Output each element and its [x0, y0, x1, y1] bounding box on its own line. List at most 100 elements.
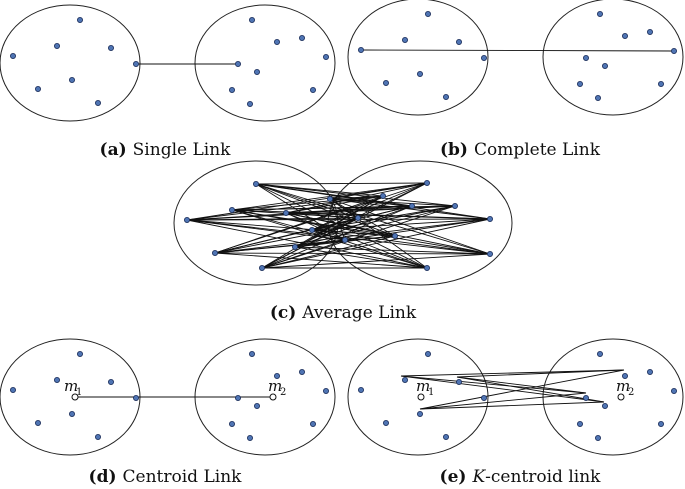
- data-point: [357, 47, 364, 54]
- k-centroid-link-line: [456, 376, 587, 394]
- data-point: [35, 86, 42, 93]
- data-point: [248, 16, 255, 23]
- centroid-1-marker: [417, 393, 425, 401]
- data-point: [9, 386, 16, 393]
- data-point: [577, 420, 584, 427]
- data-point: [77, 350, 84, 357]
- caption-a: (a)Single Link: [99, 140, 231, 160]
- data-point: [382, 419, 389, 426]
- data-point: [326, 195, 333, 202]
- data-point: [253, 69, 260, 76]
- average-link-line: [285, 205, 456, 214]
- data-point: [258, 264, 265, 271]
- average-link-line: [329, 198, 491, 255]
- data-point: [595, 434, 602, 441]
- data-point: [597, 350, 604, 357]
- average-link-line: [329, 198, 396, 237]
- average-link-line: [285, 212, 491, 220]
- average-link-line: [329, 198, 456, 207]
- data-point: [69, 77, 76, 84]
- k-centroid-link-line: [400, 369, 625, 377]
- k-centroid-link-line: [419, 401, 605, 410]
- caption-e: (e)K-centroid link: [439, 467, 601, 487]
- average-link-line: [311, 229, 491, 255]
- average-link-line: [285, 212, 346, 241]
- data-point: [622, 372, 629, 379]
- data-point: [9, 53, 16, 60]
- k-centroid-link-line: [419, 369, 625, 410]
- data-point: [480, 394, 487, 401]
- data-point: [382, 80, 389, 87]
- data-point: [622, 33, 629, 40]
- average-link-line: [255, 182, 428, 185]
- data-point: [228, 87, 235, 94]
- data-point: [234, 394, 241, 401]
- average-link-line: [311, 229, 428, 269]
- data-point: [54, 43, 61, 50]
- average-link-line: [255, 183, 491, 255]
- data-point: [234, 61, 241, 68]
- average-link-line: [285, 182, 428, 214]
- data-point: [416, 71, 423, 78]
- data-point: [658, 420, 665, 427]
- data-point: [416, 410, 423, 417]
- data-point: [354, 214, 361, 221]
- data-point: [583, 55, 590, 62]
- data-point: [309, 87, 316, 94]
- data-point: [424, 350, 431, 357]
- data-point: [69, 410, 76, 417]
- data-point: [671, 48, 678, 55]
- cluster-2-ellipse: [542, 0, 684, 116]
- data-point: [401, 376, 408, 383]
- data-point: [228, 420, 235, 427]
- average-link-line: [329, 198, 428, 269]
- centroid-1-label: m: [64, 377, 78, 395]
- average-link-line: [261, 218, 491, 269]
- average-link-line: [294, 246, 428, 269]
- centroid-2-marker: [269, 393, 277, 401]
- average-link-line: [311, 205, 413, 231]
- data-point: [577, 81, 584, 88]
- panel-a-single-link: [0, 4, 336, 122]
- data-point: [602, 63, 609, 70]
- data-point: [486, 215, 493, 222]
- caption-c: (c)Average Link: [269, 303, 417, 323]
- data-point: [455, 39, 462, 46]
- average-link-line: [294, 205, 413, 248]
- average-link-line: [231, 209, 491, 255]
- centroid-2-label: m: [268, 377, 282, 395]
- data-point: [108, 45, 115, 52]
- data-point: [442, 433, 449, 440]
- cluster-1-ellipse: [347, 0, 489, 116]
- centroid-2-marker: [617, 393, 625, 401]
- panel-b-complete-link: [347, 0, 684, 116]
- cluster-1-ellipse: [0, 4, 141, 122]
- centroid-1-subscript: 1: [428, 387, 434, 398]
- data-point: [183, 216, 190, 223]
- k-centroid-link-line: [419, 392, 587, 410]
- average-link-line: [294, 218, 491, 248]
- data-point: [211, 249, 218, 256]
- data-point: [602, 402, 609, 409]
- data-point: [246, 101, 253, 108]
- data-point: [282, 209, 289, 216]
- k-centroid-link-line: [456, 369, 625, 378]
- data-point: [248, 350, 255, 357]
- data-point: [273, 39, 280, 46]
- data-point: [228, 206, 235, 213]
- average-link-line: [294, 195, 384, 248]
- data-point: [309, 420, 316, 427]
- data-point: [671, 387, 678, 394]
- data-point: [291, 243, 298, 250]
- centroid-2-subscript: 2: [280, 387, 286, 398]
- average-link-line: [261, 205, 456, 269]
- data-point: [35, 419, 42, 426]
- k-centroid-link-line: [400, 375, 587, 394]
- data-point: [54, 376, 61, 383]
- data-point: [132, 394, 139, 401]
- data-point: [95, 433, 102, 440]
- k-centroid-link-line: [456, 376, 605, 403]
- data-point: [423, 264, 430, 271]
- average-link-line: [311, 182, 428, 231]
- data-point: [298, 35, 305, 42]
